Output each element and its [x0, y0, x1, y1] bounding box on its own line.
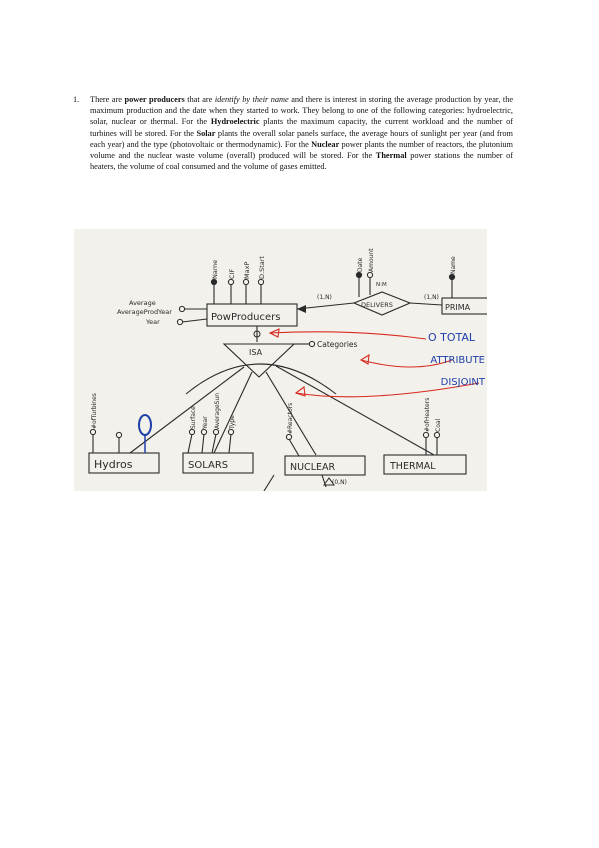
svg-text:Surface: Surface	[190, 406, 197, 429]
red-arrow-attribute	[360, 359, 453, 368]
svg-text:D.Start: D.Start	[258, 256, 266, 279]
entity-hydros-box	[88, 452, 160, 474]
svg-text:Year: Year	[202, 416, 209, 430]
svg-text:AverageSun: AverageSun	[214, 393, 221, 429]
red-arrow-total	[269, 331, 427, 340]
entity-primary-box	[441, 297, 487, 315]
svg-text:MaxP: MaxP	[243, 262, 251, 279]
svg-text:N:M: N:M	[376, 282, 387, 288]
svg-text:Name: Name	[211, 260, 219, 279]
label-power-producers: PowProducers	[211, 312, 281, 323]
term-identify: identify by their name	[214, 95, 289, 104]
er-diagram-photo: PowProducers Hydros SOLARS NUCLEAR THERM…	[74, 229, 487, 491]
red-arrow-disjoint	[295, 382, 480, 398]
label-solars: SOLARS	[188, 460, 228, 471]
label-primary: PRIMA	[445, 303, 471, 312]
svg-text:Type: Type	[229, 415, 236, 430]
svg-text:Coal: Coal	[435, 418, 442, 432]
term-solar: Solar	[196, 128, 216, 138]
svg-text:Date: Date	[357, 257, 364, 272]
item-number: 1.	[73, 95, 80, 104]
svg-text:(1,N): (1,N)	[424, 294, 439, 301]
blue-circle-mark	[138, 414, 152, 436]
term-nuclear: Nuclear	[311, 139, 340, 149]
label-thermal: THERMAL	[389, 461, 436, 472]
attr-name-key-dot	[210, 278, 218, 286]
problem-statement: 1. There are power producers that are id…	[73, 94, 513, 172]
term-power-producers: power producers	[124, 95, 185, 104]
isa-triangle	[222, 343, 296, 378]
svg-text:(0,N): (0,N)	[332, 479, 347, 486]
label-nuclear: NUCLEAR	[290, 462, 335, 473]
svg-text:Amount: Amount	[368, 248, 375, 272]
entity-thermal-box	[383, 454, 467, 475]
svg-text:Year: Year	[145, 318, 160, 326]
label-hydros: Hydros	[94, 458, 133, 471]
entity-solars-box	[182, 452, 254, 474]
svg-text:#ofTurbines: #ofTurbines	[91, 393, 98, 429]
entity-power-producers-box	[206, 303, 298, 327]
entity-nuclear-box	[284, 455, 366, 476]
label-isa: ISA	[249, 348, 263, 357]
label-categories: Categories	[317, 340, 358, 349]
term-hydroelectric: Hydroelectric	[210, 117, 260, 127]
svg-text:Average: Average	[129, 299, 156, 307]
svg-text:#Reactors: #Reactors	[287, 403, 294, 434]
disjoint-arc	[185, 363, 337, 395]
svg-text:AverageProdYear: AverageProdYear	[117, 308, 172, 316]
annotation-total: O TOTAL	[428, 331, 476, 344]
annotation-attribute: ATTRIBUTE	[430, 355, 485, 366]
svg-text:Name: Name	[450, 256, 457, 274]
term-thermal: Thermal	[375, 151, 407, 161]
svg-text:(1,N): (1,N)	[317, 294, 332, 301]
er-diagram: PowProducers Hydros SOLARS NUCLEAR THERM…	[88, 248, 487, 491]
svg-text:#ofHeaters: #ofHeaters	[424, 398, 431, 432]
label-delivers: DELIVERS	[361, 301, 393, 309]
annotation-disjoint: DISJOINT	[441, 377, 486, 388]
problem-text: There are power producers that are ident…	[90, 95, 514, 172]
svg-text:CIF: CIF	[228, 269, 236, 279]
